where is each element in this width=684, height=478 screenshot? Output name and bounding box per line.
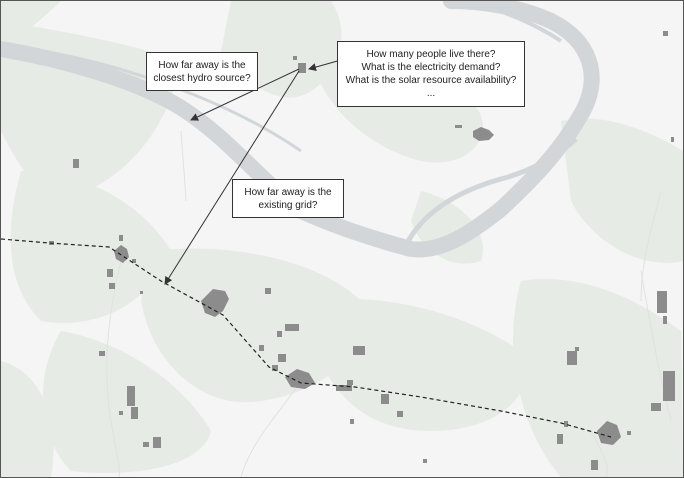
callout-hydro-line-2: closest hydro source? (153, 72, 251, 84)
river (1, 1, 600, 258)
existing-grid-line (1, 238, 612, 438)
callout-hydro-source: How far away is the closest hydro source… (146, 52, 258, 91)
road-network (106, 130, 672, 477)
callout-demand-line-2: What is the electricity demand? (361, 62, 501, 73)
callout-grid-line-2: existing grid? (258, 199, 318, 211)
callout-arrows (164, 59, 342, 285)
callout-demand-questions: How many people live there? What is the … (337, 41, 525, 107)
callout-demand-line-1: How many people live there? (366, 49, 496, 60)
arrow-to-existing-grid (164, 70, 300, 285)
callout-demand-line-3: What is the solar resource availability? (345, 75, 517, 86)
callout-existing-grid: How far away is the existing grid? (232, 179, 344, 218)
arrow-to-hydro-source (190, 68, 300, 121)
callout-hydro-line-1: How far away is the (158, 59, 246, 71)
arrow-to-settlement (308, 59, 342, 71)
callout-grid-line-1: How far away is the (244, 186, 332, 198)
callout-demand-line-4: ... (426, 88, 436, 99)
settlements (49, 31, 675, 470)
